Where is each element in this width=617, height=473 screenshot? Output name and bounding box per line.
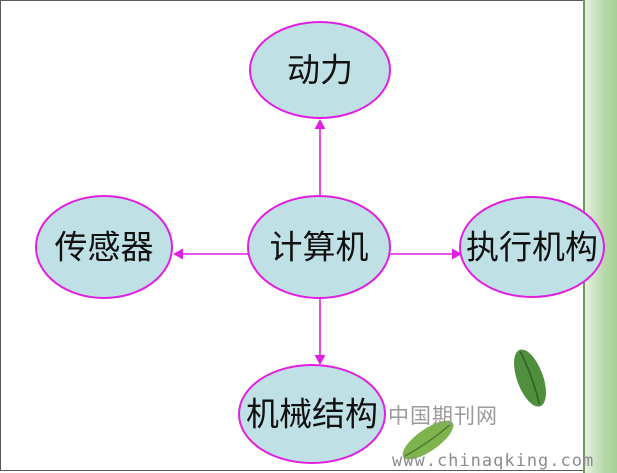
node-actuator: 执行机构 (459, 196, 605, 298)
leaf-icon (514, 349, 546, 407)
edge-computer-to-mechanism (314, 298, 326, 365)
node-computer: 计算机 (247, 195, 391, 299)
node-computer-label: 计算机 (270, 228, 369, 267)
leaf-icon (402, 420, 454, 460)
node-mechanism: 机械结构 (238, 364, 386, 464)
watermark-site-name: 中国期刊网 (388, 404, 498, 428)
node-power-label: 动力 (287, 51, 353, 90)
edge-computer-to-sensor (173, 248, 248, 260)
node-power: 动力 (249, 21, 391, 119)
node-sensor-label: 传感器 (55, 228, 154, 267)
edge-computer-to-power (314, 119, 326, 195)
node-sensor: 传感器 (35, 195, 173, 299)
watermark-url: www.chinaqking.com (392, 451, 595, 471)
node-actuator-label: 执行机构 (466, 228, 598, 267)
edge-computer-to-actuator (390, 248, 462, 260)
node-mechanism-label: 机械结构 (246, 395, 378, 434)
